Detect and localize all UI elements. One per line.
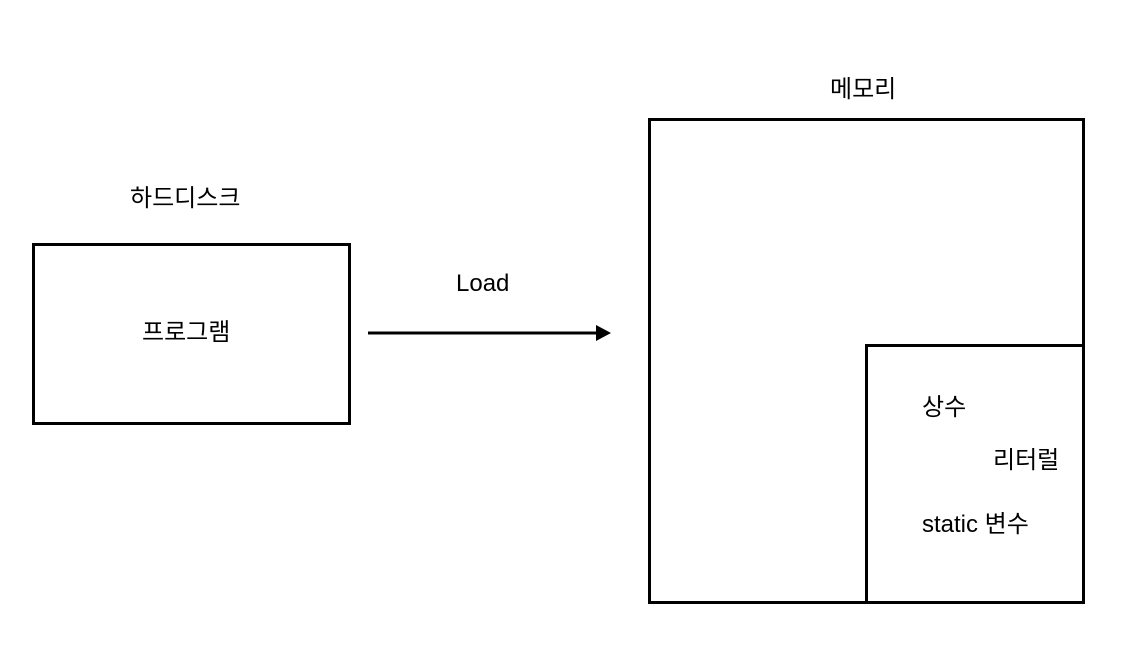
harddisk-box [32,243,351,425]
load-label: Load [456,270,510,297]
literal-label: 리터럴 [993,447,1060,474]
load-arrow [368,325,611,341]
static-area-box [865,344,1085,604]
arrow-head-icon [596,325,611,341]
constant-label: 상수 [922,394,967,421]
static-variable-label: static 변수 [922,511,1029,538]
program-label: 프로그램 [142,319,231,346]
memory-title: 메모리 [830,76,897,103]
harddisk-title: 하드디스크 [130,185,241,212]
